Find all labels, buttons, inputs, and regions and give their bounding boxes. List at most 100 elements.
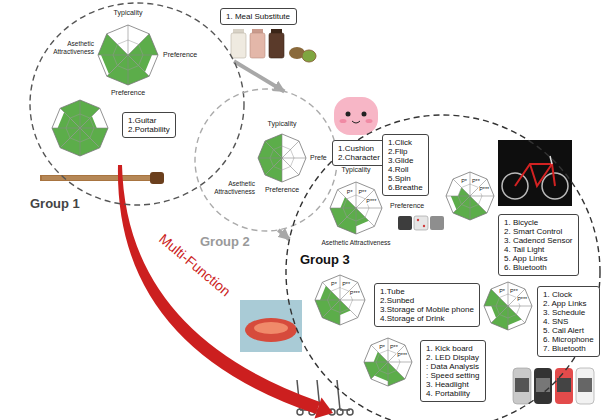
radar-chart: [330, 182, 382, 234]
radar-spoke: [258, 158, 282, 159]
radar-spoke: [340, 300, 365, 301]
radar-ground: [52, 100, 108, 156]
feature-item: 2. Smart Control: [504, 227, 573, 236]
radar-outline: [364, 338, 412, 386]
score-label: P*: [330, 282, 338, 288]
feature-item: : Data Analysis: [426, 362, 480, 371]
feature-item: 1. Clock: [543, 290, 594, 299]
radar-ground: [258, 134, 306, 182]
score-label: P***: [396, 353, 408, 359]
radar-spoke: [128, 55, 158, 56]
radar-spoke: [356, 182, 357, 208]
radar-score: [508, 306, 522, 325]
radar-score: [80, 116, 97, 128]
art-shape: [534, 368, 552, 404]
radar-chart: [52, 100, 108, 156]
group-title: Group 3: [300, 252, 350, 267]
pool-float-photo: [240, 300, 302, 352]
radar-outline: [98, 25, 158, 85]
art-shape: [576, 368, 594, 404]
art-shape: [42, 179, 150, 180]
feature-item: 3.Glide: [388, 156, 423, 165]
radar-spoke: [470, 196, 494, 197]
radar-score: [340, 300, 351, 315]
radar-spoke: [388, 362, 389, 386]
radar-spoke: [107, 34, 128, 55]
feature-item: 1. Meal Substitute: [226, 12, 291, 21]
art-shape: [366, 119, 373, 123]
radar-spoke: [508, 306, 525, 323]
score-label: P**: [389, 345, 399, 351]
smart-watches: [513, 368, 594, 404]
radar-spoke: [80, 100, 81, 128]
radar-spoke: [356, 208, 374, 226]
art-shape: [245, 318, 297, 342]
radar-score: [451, 196, 470, 210]
art-shape: [430, 216, 444, 230]
feature-item: 4.Storage of Drink: [380, 314, 474, 323]
axis-label: Typicality: [268, 120, 297, 128]
axis-label: Asethetic Attractiveness: [209, 180, 255, 196]
art-shape: [340, 119, 347, 123]
feature-item: : Speed setting: [426, 371, 480, 380]
score-label: P***: [516, 297, 528, 303]
radar-score: [491, 306, 508, 318]
art-shape: [347, 409, 353, 415]
feature-item: 5. App Links: [504, 254, 573, 263]
radar-spoke: [265, 141, 282, 158]
radar-spoke: [80, 108, 100, 128]
radar-spoke: [60, 128, 80, 148]
score-label: P*: [378, 345, 386, 351]
feature-item: 4. Portability: [426, 389, 480, 398]
score-label: P**: [471, 179, 481, 185]
radar-spoke: [446, 196, 470, 197]
radar-spoke: [388, 362, 412, 363]
radar-spoke: [340, 300, 341, 325]
art-shape: [269, 33, 284, 58]
art-shape: [498, 140, 572, 206]
art-shape: [315, 398, 334, 419]
feature-item: 1.Cushion: [338, 144, 380, 153]
feature-item: 2. LED Display: [426, 353, 480, 362]
feature-item: 1. Kick board: [426, 344, 480, 353]
feature-item: 3. Cadencd Sensor: [504, 236, 573, 245]
art-shape: [423, 225, 425, 227]
radar-spoke: [80, 128, 108, 129]
art-shape: [513, 368, 531, 404]
radar-spoke: [338, 208, 356, 226]
dashed-circle: [195, 89, 337, 231]
radar-spoke: [107, 55, 128, 76]
radar-chart: [364, 338, 412, 386]
feature-box: 1. Meal Substitute: [220, 8, 297, 25]
feature-item: 2.Flip: [388, 147, 423, 156]
group-title: Group 1: [30, 196, 80, 211]
radar-score: [340, 197, 356, 208]
axis-label: Typicality: [114, 9, 143, 17]
radar-outline: [315, 275, 365, 325]
art-shape: [515, 164, 555, 186]
art-shape: [557, 378, 571, 392]
art-shape: [334, 97, 378, 135]
radar-outline: [446, 172, 494, 220]
radar-chart: [315, 275, 365, 325]
art-shape: [337, 380, 340, 410]
art-shape: [362, 112, 367, 117]
radar-spoke: [338, 190, 356, 208]
radar-score: [356, 208, 369, 226]
radar-spoke: [470, 196, 487, 213]
art-shape: [240, 300, 302, 352]
radar-ground: [364, 338, 412, 386]
radar-chart: [484, 282, 532, 330]
feature-item: 3. Headlight: [426, 380, 480, 389]
feature-item: 7. Bluetooth: [543, 344, 594, 353]
feature-item: 5.Spin: [388, 174, 423, 183]
art-shape: [414, 216, 428, 230]
radar-spoke: [340, 300, 358, 318]
score-label: P**: [341, 282, 351, 288]
radar-spoke: [282, 158, 306, 159]
guitar-picture: [40, 172, 164, 184]
radar-spoke: [322, 300, 340, 318]
radar-spoke: [282, 158, 283, 182]
